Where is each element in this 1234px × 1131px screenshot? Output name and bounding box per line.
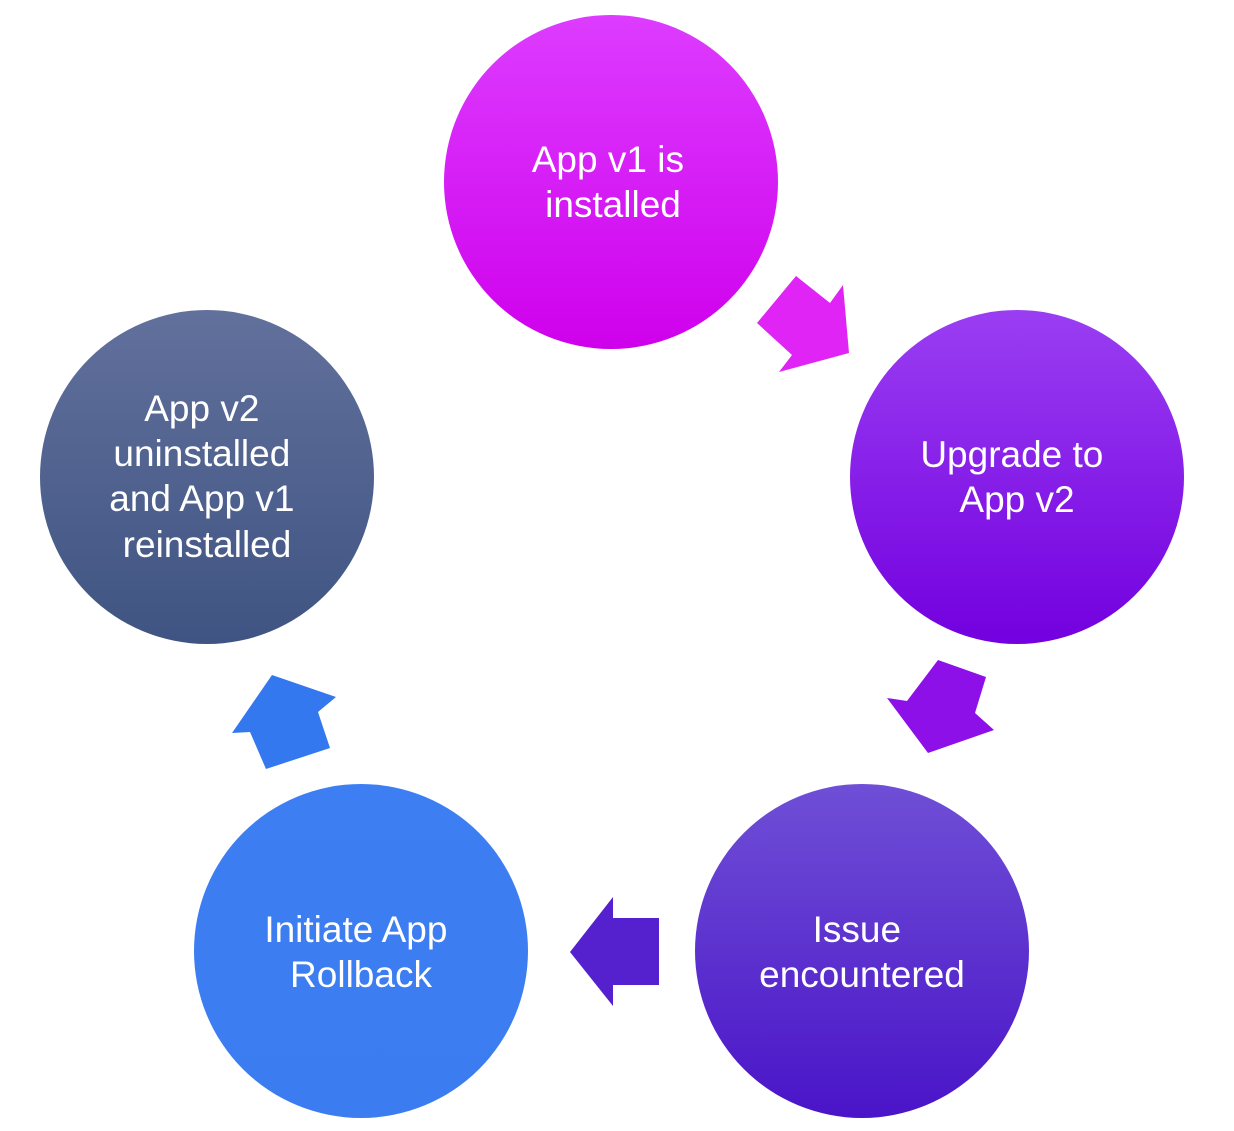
node-label: App v1 is installed <box>532 139 694 225</box>
node-label: Issue encountered <box>759 909 965 995</box>
node-initiate-rollback: Initiate App Rollback <box>194 784 528 1118</box>
node-app-v1-installed: App v1 is installed <box>444 15 778 349</box>
arrow-rollback-to-reinstall <box>232 675 336 769</box>
arrow-issue-to-rollback <box>570 897 659 1006</box>
node-label: Upgrade to App v2 <box>920 434 1113 520</box>
node-label: Initiate App Rollback <box>264 909 457 995</box>
arrow-upgrade-to-issue <box>887 660 994 753</box>
node-label: App v2 uninstalled and App v1 reinstalle… <box>109 388 304 565</box>
node-upgrade-to-v2: Upgrade to App v2 <box>850 310 1184 644</box>
node-issue-encountered: Issue encountered <box>695 784 1029 1118</box>
arrow-v1-to-upgrade <box>757 276 849 372</box>
node-v2-uninstalled-v1-reinstalled: App v2 uninstalled and App v1 reinstalle… <box>40 310 374 644</box>
